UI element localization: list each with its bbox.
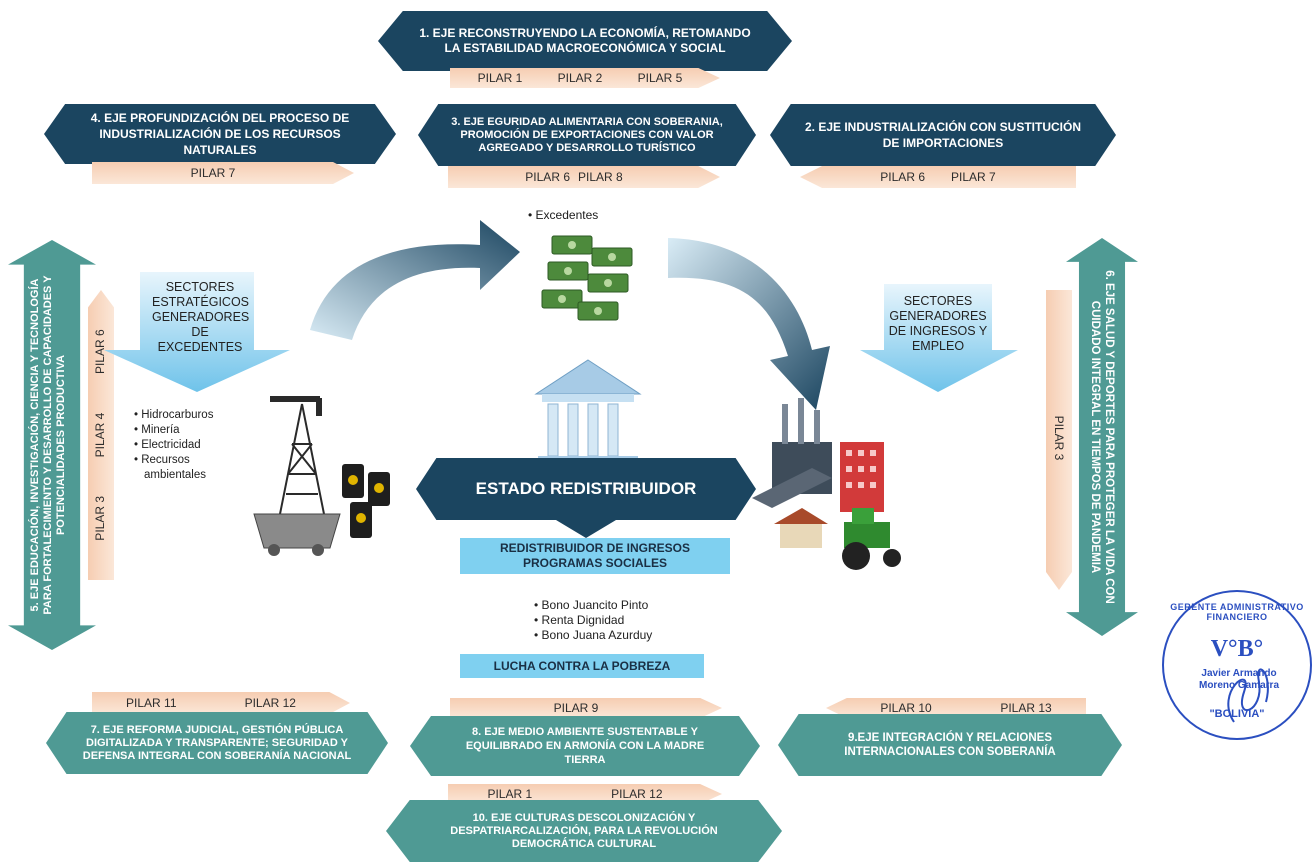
factory-icon [752,398,901,570]
pilar-label: PILAR 9 [553,701,599,715]
pilar-label: PILAR 10 [880,701,932,715]
list-item: Bono Juancito Pinto [534,598,674,613]
tractor-icon [842,508,901,570]
official-stamp: GERENTE ADMINISTRATIVO FINANCIERO V°B° J… [1162,590,1312,740]
sectores-generadores-arrow [860,284,1018,392]
stamp-country: "BOLIVIA" [1209,708,1265,720]
list-item: Minería [134,423,234,438]
eje-4-label: 4. EJE PROFUNDIZACIÓN DEL PROCESO DE IND… [90,111,350,157]
list-item: Bono Juana Azurduy [534,628,674,643]
pilar-band-eje-2: PILAR 6 PILAR 7 [800,166,1076,188]
list-item: Hidrocarburos [134,408,234,423]
pilar-band-eje-5 [88,290,114,580]
eje-9-arrow: 9.EJE INTEGRACIÓN Y RELACIONES INTERNACI… [778,714,1122,776]
pilar-label: PILAR 13 [1000,701,1052,715]
list-item: Renta Dignidad [534,613,674,628]
down-arrow [556,512,616,538]
house-icon [774,508,828,548]
eje-1-arrow: 1. EJE RECONSTRUYENDO LA ECONOMÍA, RETOM… [378,11,792,71]
pilar-label: PILAR 2 [557,71,603,85]
pilar-label: PILAR 1 [487,787,533,801]
eje-4-arrow: 4. EJE PROFUNDIZACIÓN DEL PROCESO DE IND… [44,104,396,164]
money-stack-icon [541,235,633,321]
list-item: Electricidad [134,438,234,453]
pilar-label: PILAR 7 [951,170,996,184]
eje-8-arrow: 8. EJE MEDIO AMBIENTE SUSTENTABLE Y EQUI… [410,716,760,776]
pilar-band-eje-6 [1046,290,1072,590]
estado-redistribuidor-label: ESTADO REDISTRIBUIDOR [475,479,697,498]
pilar-band-eje-9: PILAR 10 PILAR 13 [826,698,1086,718]
eje-3-label: 3. EJE EGURIDAD ALIMENTARIA CON SOBERANI… [451,115,723,154]
pilar-label: PILAR 11 [126,696,177,710]
oil-derrick-icon [253,396,390,556]
recursos-list: Hidrocarburos Minería Electricidad Recur… [134,408,234,483]
pilar-label: PILAR 5 [637,71,683,85]
stamp-ring-text: GERENTE ADMINISTRATIVO FINANCIERO [1170,602,1304,622]
sectores-estrategicos-arrow [104,272,290,392]
government-building-icon [534,359,642,468]
pilar-band-eje-8: PILAR 9 [450,698,722,718]
stamp-vobo: V°B° [1210,636,1264,662]
redistribuidor-box: REDISTRIBUIDOR DE INGRESOS PROGRAMAS SOC… [460,538,730,574]
excedentes-label: • Excedentes [528,208,599,222]
pilar-band-eje-3: PILAR 6 PILAR 8 [448,166,720,188]
estado-redistribuidor-arrow: ESTADO REDISTRIBUIDOR [416,458,756,520]
eje-1-label: 1. EJE RECONSTRUYENDO LA ECONOMÍA, RETOM… [419,26,751,55]
pilar-label: PILAR 6 [880,170,925,184]
signature-scribble [1227,668,1269,723]
pilar-label: PILAR 12 [244,696,296,710]
stamp-name: Javier Armando Moreno Gamarra [1198,668,1280,691]
reinvestment-flow-arrow [668,238,830,410]
eje-10-label: 10. EJE CULTURAS DESCOLONIZACIÓN Y DESPA… [450,811,718,850]
sectores-generadores-label: SECTORES GENERADORES DE INGRESOS Y EMPLE… [888,294,988,353]
pilar-band-eje-10: PILAR 1 PILAR 12 [448,784,722,804]
eje-7-label: 7. EJE REFORMA JUDICIAL, GESTIÓN PÚBLICA… [82,723,352,762]
sectores-estrategicos-label: SECTORES ESTRATÉGICOS GENERADORES DE EXC… [152,280,250,354]
pilar-band-eje-1: PILAR 1 PILAR 2 PILAR 5 [450,68,720,88]
eje-8-label: 8. EJE MEDIO AMBIENTE SUSTENTABLE Y EQUI… [465,726,705,766]
mining-cart-icon [253,513,341,549]
pilar-label: PILAR 8 [578,170,623,184]
pilar-label: PILAR 12 [611,787,663,801]
list-item: Recursos ambientales [134,453,234,483]
lucha-box: LUCHA CONTRA LA POBREZA [460,654,704,678]
eje-2-arrow: 2. EJE INDUSTRIALIZACIÓN CON SUSTITUCIÓN… [770,104,1116,166]
pilar-band-eje-4: PILAR 7 [92,162,354,184]
pilar-band-eje-7: PILAR 11 PILAR 12 [92,692,350,714]
eje-2-label: 2. EJE INDUSTRIALIZACIÓN CON SUSTITUCIÓN… [804,120,1082,150]
pilar-label: PILAR 7 [190,166,236,180]
pilar-label: PILAR 1 [477,71,523,85]
pilar-label: PILAR 6 [525,170,570,184]
oil-barrels-icon [342,464,390,538]
bonos-list: Bono Juancito Pinto Renta Dignidad Bono … [534,598,674,643]
eje-3-arrow: 3. EJE EGURIDAD ALIMENTARIA CON SOBERANI… [418,104,756,166]
eje-10-arrow: 10. EJE CULTURAS DESCOLONIZACIÓN Y DESPA… [386,800,782,862]
excedentes-flow-arrow [310,220,520,340]
eje-9-label: 9.EJE INTEGRACIÓN Y RELACIONES INTERNACI… [844,732,1056,758]
eje-7-arrow: 7. EJE REFORMA JUDICIAL, GESTIÓN PÚBLICA… [46,712,388,774]
